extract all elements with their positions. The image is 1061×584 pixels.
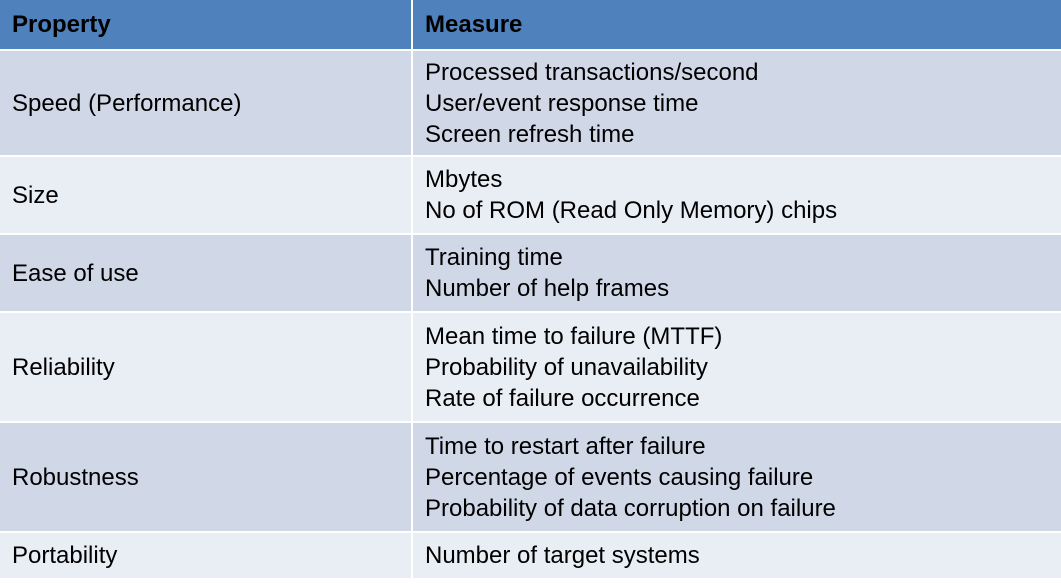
- table-row: Size Mbytes No of ROM (Read Only Memory)…: [0, 156, 1061, 234]
- property-cell: Size: [0, 156, 413, 234]
- table-row: Speed (Performance) Processed transactio…: [0, 50, 1061, 156]
- measure-item: Number of help frames: [425, 275, 670, 302]
- measure-item: Number of target systems: [425, 542, 700, 569]
- measure-cell: Mean time to failure (MTTF) Probability …: [412, 312, 1061, 422]
- table-body: Speed (Performance) Processed transactio…: [0, 50, 1061, 578]
- table-row: Robustness Time to restart after failure…: [0, 422, 1061, 532]
- table-row: Ease of use Training time Number of help…: [0, 234, 1061, 312]
- measure-item: Training time: [425, 244, 563, 271]
- measure-cell: Mbytes No of ROM (Read Only Memory) chip…: [412, 156, 1061, 234]
- measure-item: User/event response time: [425, 89, 699, 117]
- measure-item: Probability of data corruption on failur…: [425, 494, 836, 522]
- measure-item: Mean time to failure (MTTF): [425, 322, 723, 350]
- measure-cell: Number of target systems: [412, 532, 1061, 578]
- measure-item: Processed transactions/second: [425, 58, 759, 86]
- measure-item: Mbytes: [425, 166, 503, 193]
- table-header: Property Measure: [0, 0, 1061, 50]
- measure-cell: Time to restart after failure Percentage…: [412, 422, 1061, 532]
- measure-item: Probability of unavailability: [425, 353, 708, 381]
- property-cell: Speed (Performance): [0, 50, 413, 156]
- property-cell: Ease of use: [0, 234, 413, 312]
- header-measure: Measure: [425, 10, 523, 38]
- header-row: Property Measure: [0, 0, 1061, 50]
- measure-item: Screen refresh time: [425, 120, 635, 148]
- measure-cell: Training time Number of help frames: [412, 234, 1061, 312]
- measure-item: No of ROM (Read Only Memory) chips: [425, 197, 838, 224]
- property-cell: Robustness: [0, 422, 413, 532]
- measure-item: Time to restart after failure: [425, 432, 706, 460]
- table-row: Reliability Mean time to failure (MTTF) …: [0, 312, 1061, 422]
- measure-item: Percentage of events causing failure: [425, 463, 814, 491]
- table-row: Portability Number of target systems: [0, 532, 1061, 578]
- property-cell: Portability: [0, 532, 413, 578]
- measure-cell: Processed transactions/second User/event…: [412, 50, 1061, 156]
- header-property: Property: [0, 0, 413, 50]
- property-cell: Reliability: [0, 312, 413, 422]
- measure-item: Rate of failure occurrence: [425, 384, 700, 412]
